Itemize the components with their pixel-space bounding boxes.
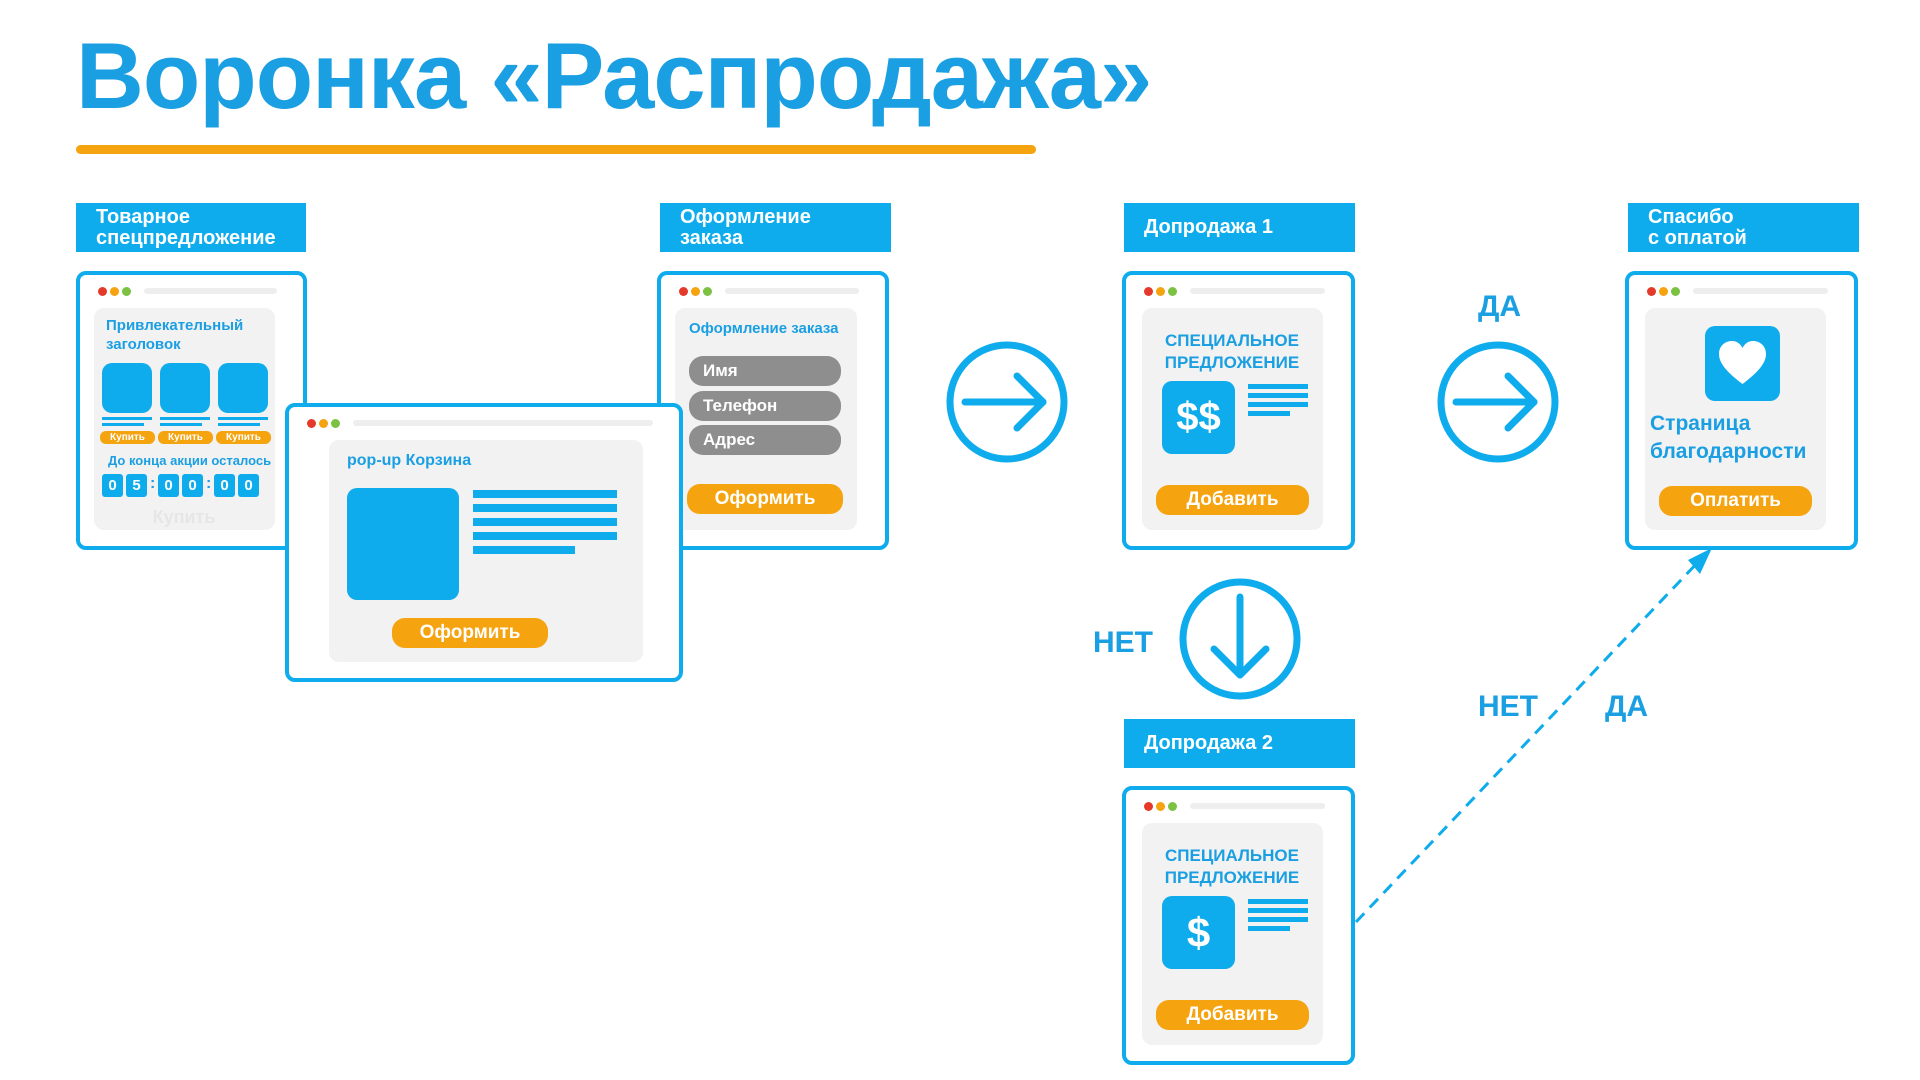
timer-colon: :	[150, 475, 156, 492]
product-text-2b	[160, 423, 202, 426]
address-bar	[144, 288, 277, 294]
timer-digit: 5	[126, 474, 147, 497]
yes-label-top: ДА	[1478, 290, 1522, 323]
offer-headline: Привлекательный заголовок	[106, 317, 244, 353]
timer-caption: До конца акции осталось	[108, 453, 272, 468]
buy-button-1[interactable]: Купить	[100, 431, 155, 444]
popup-cart-content: pop-up Корзина Оформить	[329, 440, 643, 662]
no-label-left: НЕТ	[1093, 626, 1153, 659]
timer-digit: 0	[238, 474, 259, 497]
add-upsell-1-button[interactable]: Добавить	[1156, 485, 1309, 515]
checkout-heading: Оформление заказа	[689, 320, 839, 337]
arrow-down-icon	[1179, 578, 1301, 700]
window-controls	[1647, 287, 1680, 296]
stage-label-offer: Товарное спецпредложение	[76, 203, 306, 252]
offer-text-line	[1248, 411, 1290, 416]
upsell-1-window: СПЕЦИАЛЬНОЕ ПРЕДЛОЖЕНИЕ $$ Добавить	[1122, 271, 1355, 550]
title-underline	[76, 145, 1036, 154]
offer-page-content: Привлекательный заголовок Купить Купить …	[94, 308, 275, 530]
special-offer-title: СПЕЦИАЛЬНОЕ ПРЕДЛОЖЕНИЕ	[1164, 331, 1300, 372]
cart-text-line	[473, 532, 617, 540]
arrow-right-icon	[1437, 341, 1559, 463]
address-bar	[1190, 288, 1325, 294]
faded-buy-button[interactable]: Купить	[152, 507, 216, 527]
offer-text-line	[1248, 899, 1308, 904]
heart-icon-graphic	[1719, 341, 1766, 384]
product-text-3	[218, 417, 268, 420]
special-offer-title: СПЕЦИАЛЬНОЕ ПРЕДЛОЖЕНИЕ	[1164, 846, 1300, 887]
offer-text-line	[1248, 917, 1308, 922]
buy-button-2[interactable]: Купить	[158, 431, 213, 444]
stage-label-upsell-1: Допродажа 1	[1124, 203, 1355, 252]
page-title: Воронка «Распродажа»	[76, 23, 1152, 128]
product-image-3	[218, 363, 268, 413]
arrow-right-icon	[946, 341, 1068, 463]
product-text-1b	[102, 423, 144, 426]
offer-text-line	[1248, 926, 1290, 931]
product-text-2	[160, 417, 210, 420]
address-field[interactable]: Адрес	[689, 425, 841, 455]
timer-digit: 0	[214, 474, 235, 497]
thanks-page-content: Страница благодарности Оплатить	[1645, 308, 1826, 530]
dollar-icon: $	[1162, 896, 1235, 969]
cart-text-line	[473, 546, 575, 554]
upsell-1-content: СПЕЦИАЛЬНОЕ ПРЕДЛОЖЕНИЕ $$ Добавить	[1142, 308, 1323, 530]
heart-icon	[1705, 326, 1780, 401]
window-controls	[1144, 287, 1177, 296]
cart-text-line	[473, 504, 617, 512]
window-controls	[307, 419, 340, 428]
address-bar	[725, 288, 859, 294]
product-image-1	[102, 363, 152, 413]
product-text-3b	[218, 423, 260, 426]
checkout-submit-button[interactable]: Оформить	[687, 484, 843, 514]
double-dollar-icon: $$	[1162, 381, 1235, 454]
offer-text-line	[1248, 393, 1308, 398]
pay-button[interactable]: Оплатить	[1659, 486, 1812, 516]
thanks-page-text: Страница благодарности	[1650, 412, 1807, 463]
popup-checkout-button[interactable]: Оформить	[392, 618, 548, 648]
phone-field[interactable]: Телефон	[689, 391, 841, 421]
address-bar	[1693, 288, 1828, 294]
timer-colon: :	[206, 475, 212, 492]
no-label-diagonal: НЕТ	[1478, 690, 1538, 723]
timer-digit: 0	[182, 474, 203, 497]
buy-button-3[interactable]: Купить	[216, 431, 271, 444]
yes-label-diagonal: ДА	[1605, 690, 1649, 723]
timer-digit: 0	[102, 474, 123, 497]
offer-text-line	[1248, 384, 1308, 389]
offer-text-line	[1248, 402, 1308, 407]
cart-product-image	[347, 488, 459, 600]
upsell-2-content: СПЕЦИАЛЬНОЕ ПРЕДЛОЖЕНИЕ $ Добавить	[1142, 823, 1323, 1045]
product-text-1	[102, 417, 152, 420]
stage-label-checkout: Оформление заказа	[660, 203, 891, 252]
popup-cart-window: pop-up Корзина Оформить	[285, 403, 683, 682]
stage-label-upsell-2: Допродажа 2	[1124, 719, 1355, 768]
cart-text-line	[473, 490, 617, 498]
thanks-page-window: Страница благодарности Оплатить	[1625, 271, 1858, 550]
checkout-page-window: Оформление заказа Имя Телефон Адрес Офор…	[657, 271, 889, 550]
popup-cart-heading: pop-up Корзина	[347, 452, 472, 469]
name-field[interactable]: Имя	[689, 356, 841, 386]
timer-digit: 0	[158, 474, 179, 497]
window-controls	[98, 287, 131, 296]
window-controls	[1144, 802, 1177, 811]
cart-text-line	[473, 518, 617, 526]
stage-label-thanks: Спасибо с оплатой	[1628, 203, 1859, 252]
window-controls	[679, 287, 712, 296]
address-bar	[353, 420, 653, 426]
address-bar	[1190, 803, 1325, 809]
offer-text-line	[1248, 908, 1308, 913]
upsell-2-window: СПЕЦИАЛЬНОЕ ПРЕДЛОЖЕНИЕ $ Добавить	[1122, 786, 1355, 1065]
offer-page-window: Привлекательный заголовок Купить Купить …	[76, 271, 307, 550]
checkout-page-content: Оформление заказа Имя Телефон Адрес Офор…	[675, 308, 857, 530]
product-image-2	[160, 363, 210, 413]
add-upsell-2-button[interactable]: Добавить	[1156, 1000, 1309, 1030]
